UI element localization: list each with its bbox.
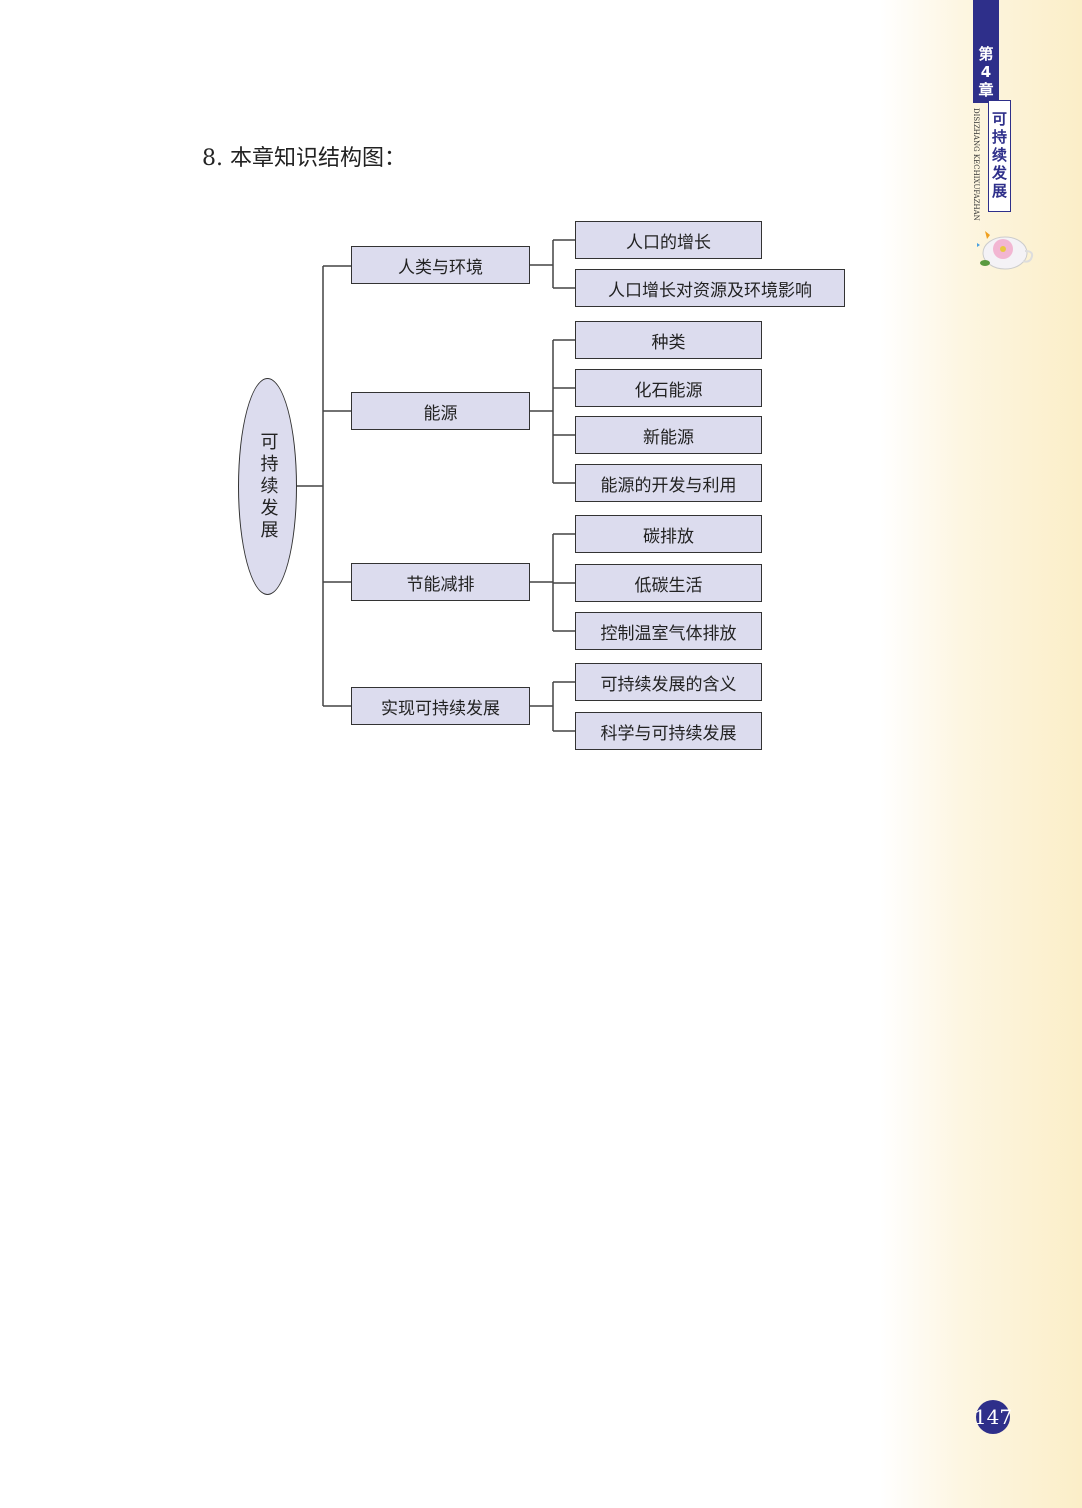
leaf-node: 种类	[575, 321, 762, 359]
chapter-band: 第 4 章	[973, 0, 999, 103]
leaf-node: 能源的开发与利用	[575, 464, 762, 502]
branch-node: 节能减排	[351, 563, 530, 601]
branch-node: 能源	[351, 392, 530, 430]
branch2-connector	[530, 339, 575, 484]
branch-node: 实现可持续发展	[351, 687, 530, 725]
branch-node: 人类与环境	[351, 246, 530, 284]
branch1-connector	[530, 239, 575, 289]
leaf-node: 化石能源	[575, 369, 762, 407]
diagram-connectors	[296, 239, 575, 732]
leaf-node: 新能源	[575, 416, 762, 454]
leaf-node: 控制温室气体排放	[575, 612, 762, 650]
chapter-title: 可持续发展	[988, 100, 1011, 212]
chapter-label-char: 章	[978, 81, 994, 99]
chapter-label-char: 第	[978, 45, 994, 63]
page-number: 147	[974, 1400, 1012, 1434]
root-connector	[296, 265, 351, 707]
leaf-node: 低碳生活	[575, 564, 762, 602]
leaf-node: 碳排放	[575, 515, 762, 553]
section-title: 8. 本章知识结构图：	[202, 146, 406, 171]
leaf-node: 人口增长对资源及环境影响	[575, 269, 845, 307]
branch3-connector	[530, 533, 575, 632]
branch4-connector	[530, 681, 575, 732]
leaf-node: 可持续发展的含义	[575, 663, 762, 701]
flower-cup-icon	[977, 231, 1034, 270]
root-node: 可持续发展	[238, 378, 297, 595]
chapter-pinyin: DISIZHANG KECHIXUFAZHAN	[972, 108, 980, 221]
leaf-node: 人口的增长	[575, 221, 762, 259]
leaf-node: 科学与可持续发展	[575, 712, 762, 750]
chapter-label-char: 4	[980, 63, 992, 81]
